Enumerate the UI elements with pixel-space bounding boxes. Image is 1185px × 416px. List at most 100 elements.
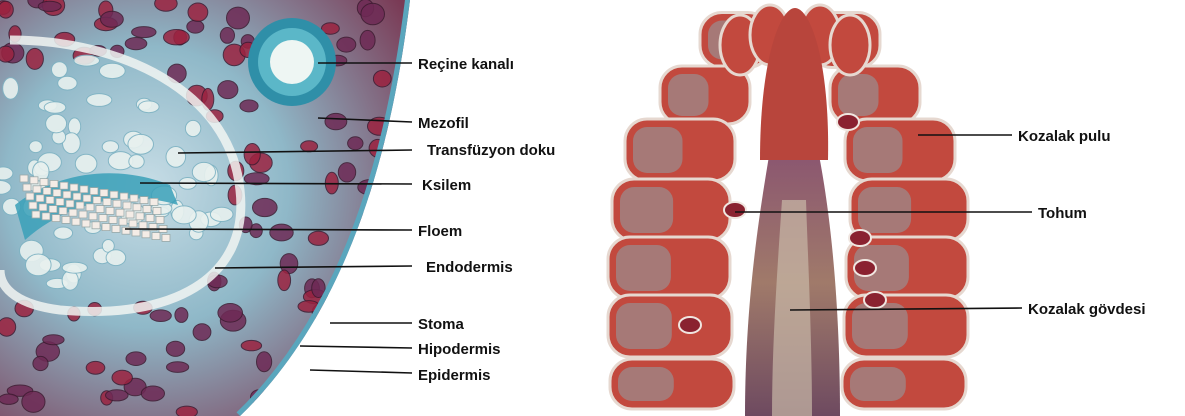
mesophyll-cell [33, 356, 48, 370]
mesophyll-cell [167, 362, 189, 373]
xylem-cell [76, 202, 84, 209]
label-phloem: Floem [418, 223, 462, 240]
xylem-cell [146, 215, 154, 222]
xylem-cell [86, 204, 94, 211]
xylem-cell [30, 177, 38, 184]
xylem-cell [56, 198, 64, 205]
seed [854, 260, 876, 276]
transfusion-cell [102, 141, 118, 153]
mesophyll-cell [325, 404, 349, 416]
cone-section [608, 5, 968, 416]
xylem-cell [116, 209, 124, 216]
xylem-cell [129, 220, 137, 227]
label-resin-canal: Reçine kanalı [418, 56, 514, 73]
resin-canal [248, 18, 336, 106]
xylem-cell [63, 191, 71, 198]
label-hypodermis: Hipodermis [418, 341, 501, 358]
mesophyll-cell [141, 386, 164, 401]
xylem-cell [120, 193, 128, 200]
seed [837, 114, 859, 130]
mesophyll-cell [383, 188, 409, 209]
cone-scale-shade [668, 74, 709, 116]
cone-scale-shade [858, 187, 911, 233]
xylem-cell [150, 198, 158, 205]
xylem-cell [73, 193, 81, 200]
xylem-cell [79, 211, 87, 218]
label-stoma: Stoma [418, 316, 465, 333]
mesophyll-cell [325, 113, 347, 129]
transfusion-cell [128, 134, 154, 154]
mesophyll-cell [360, 30, 375, 50]
mesophyll-cell [188, 3, 208, 21]
xylem-cell [139, 222, 147, 229]
xylem-cell [106, 207, 114, 214]
xylem-cell [62, 216, 70, 223]
mesophyll-cell [348, 137, 363, 150]
label-xylem: Ksilem [422, 177, 471, 194]
transfusion-cell [106, 250, 126, 266]
xylem-cell [83, 195, 91, 202]
transfusion-cell [129, 155, 144, 169]
xylem-cell [90, 188, 98, 195]
seed [724, 202, 746, 218]
xylem-cell [80, 186, 88, 193]
mesophyll-cell [0, 394, 18, 404]
transfusion-cell [52, 62, 68, 78]
mesophyll-cell [244, 144, 260, 165]
xylem-cell [82, 220, 90, 227]
mesophyll-cell [220, 28, 234, 44]
seed [849, 230, 871, 246]
mesophyll-cell [373, 70, 391, 87]
xylem-cell [43, 188, 51, 195]
mesophyll-cell [175, 308, 188, 323]
mesophyll-cell [227, 7, 250, 29]
label-transfusion-tissue: Transfüzyon doku [427, 142, 555, 159]
xylem-cell [36, 195, 44, 202]
cone-scale-shade [850, 367, 906, 401]
transfusion-cell [58, 76, 77, 90]
mesophyll-cell [22, 391, 45, 412]
mesophyll-cell [166, 341, 184, 356]
xylem-cell [102, 224, 110, 231]
transfusion-cell [29, 141, 42, 153]
mesophyll-cell [218, 304, 243, 323]
xylem-cell [40, 179, 48, 186]
transfusion-cell [87, 94, 112, 107]
xylem-cell [132, 229, 140, 236]
mesophyll-cell [155, 0, 178, 11]
mesophyll-cell [303, 375, 321, 395]
mesophyll-cell [252, 198, 277, 216]
xylem-cell [156, 216, 164, 223]
transfusion-cell [192, 162, 215, 181]
transfusion-cell [99, 63, 125, 78]
xylem-cell [39, 204, 47, 211]
xylem-cell [20, 175, 28, 182]
cone-scale-shade [838, 74, 879, 116]
xylem-cell [153, 207, 161, 214]
xylem-cell [66, 200, 74, 207]
mesophyll-cell [301, 141, 318, 152]
mesophyll-cell [106, 390, 129, 401]
transfusion-cell [139, 101, 160, 113]
mesophyll-cell [331, 393, 356, 413]
cone-scale-shade [853, 127, 903, 173]
xylem-cell [49, 206, 57, 213]
xylem-cell [50, 180, 58, 187]
xylem-cell [113, 200, 121, 207]
xylem-cell [60, 182, 68, 189]
seed [864, 292, 886, 308]
xylem-cell [133, 204, 141, 211]
xylem-cell [53, 189, 61, 196]
cone-scale-shade [616, 303, 672, 349]
mesophyll-cell [240, 100, 258, 112]
xylem-cell [99, 215, 107, 222]
xylem-cell [46, 197, 54, 204]
cone-scale-shade [618, 367, 674, 401]
label-mesophyll: Mezofil [418, 115, 469, 132]
xylem-cell [136, 213, 144, 220]
label-cone-scale: Kozalak pulu [1018, 128, 1111, 145]
xylem-cell [92, 222, 100, 229]
mesophyll-cell [176, 406, 197, 416]
transfusion-cell [44, 102, 66, 113]
cone-scale-shade [620, 187, 673, 233]
